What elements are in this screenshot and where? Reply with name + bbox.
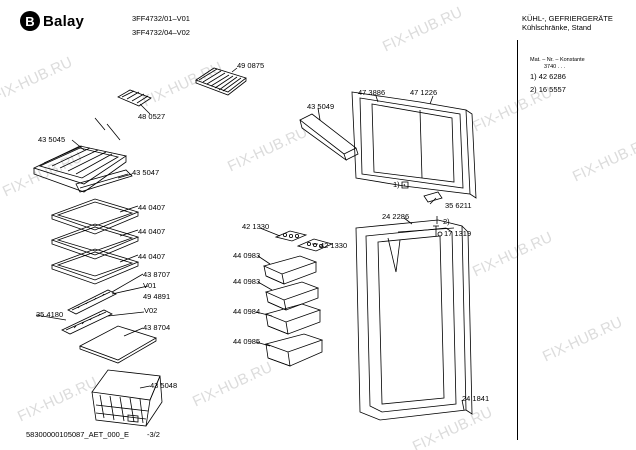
part-number-label: 42 1330 [320,241,348,250]
brand-name: Balay [43,12,85,30]
door-bar-part [299,113,359,162]
part-number-label: 44 0407 [138,203,166,212]
part-number-label: 49 4891 [143,292,171,301]
page-number: -3/2 [147,430,160,439]
part-number-label: 47 1226 [410,88,438,97]
drawer-front-part [75,169,133,193]
brand-mark-icon: B [20,11,40,31]
vegetable-bin-part [91,369,163,427]
part-number-label: 47 3886 [358,88,386,97]
hinge-part [401,181,443,203]
legend-item: 2) 16 5557 [530,85,566,94]
egg-tray-part [296,238,334,252]
legend-heading-2: 3740 . . . [544,64,566,70]
legend-divider [517,40,518,440]
part-number-label: 35 4180 [36,310,64,319]
part-number-label: 44 0984 [233,307,261,316]
legend-item: 1) 42 6286 [530,72,566,81]
door-bin-part [262,255,318,285]
part-number-label: 43 5047 [132,168,160,177]
part-number-label: 43 8707 [143,270,171,279]
screw-part [433,225,443,237]
brand-logo: B Balay [20,10,84,32]
part-number-label: 43 5045 [38,135,66,144]
footnote-marker: 1) [393,180,400,189]
part-number-label: 24 1841 [462,394,490,403]
category-title: KÜHL-, GEFRIERGERÄTE [522,14,613,23]
model-number-1: 3FF4732/01–V01 [132,14,190,23]
part-number-label: 17 1319 [444,229,472,238]
footnote-marker: 2) [443,217,450,226]
part-number-label: 43 5049 [307,102,335,111]
part-number-label: 42 1330 [242,222,270,231]
door-bin-part [264,333,324,367]
model-number-2: 3FF4732/04–V02 [132,28,190,37]
fridge-door-part [355,219,473,421]
glass-shelf-part [50,223,140,260]
category-subtitle: Kühlschränke, Stand [522,23,592,32]
rail-part [61,309,113,335]
glass-shelf-part [50,248,140,285]
door-bin-part [264,281,320,311]
freezer-door-part [351,91,477,199]
crisper-drawer-part [32,117,128,193]
part-number-label: 44 0983 [233,251,261,260]
part-number-label: 43 5048 [150,381,178,390]
variant-label: V01 [143,281,157,290]
part-number-label: 48 0527 [138,112,166,121]
part-number-label: 44 0985 [233,337,261,346]
part-number-label: 24 2286 [382,212,410,221]
wire-shelf-part [195,67,247,96]
part-number-label: 35 6211 [445,201,472,210]
rail-part [67,289,117,315]
part-number-label: 44 0407 [138,227,166,236]
document-id: 58300000105087_AET_000_E [26,430,130,439]
egg-tray-part [274,230,308,242]
crisper-cover-part [79,325,157,364]
door-bin-part [264,303,322,335]
part-number-label: 44 0407 [138,252,166,261]
part-number-label: 49 0875 [237,61,265,70]
variant-label: V02 [144,306,158,315]
part-number-label: 44 0983 [233,277,261,286]
part-number-label: 43 8704 [143,323,171,332]
legend-heading: Mat. – Nr. – Konstante [530,57,585,63]
egg-holder-part [117,89,152,107]
glass-shelf-part [50,198,140,235]
